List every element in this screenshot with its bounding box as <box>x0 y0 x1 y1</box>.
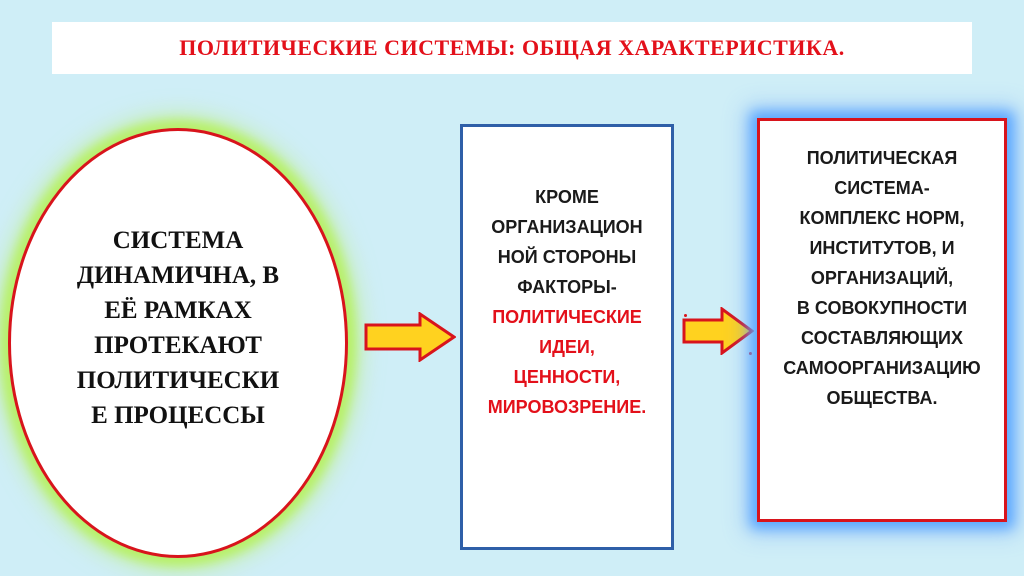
middle-line-highlight: ИДЕИ, <box>539 337 595 357</box>
right-line: В СОВОКУПНОСТИ <box>796 298 968 318</box>
right-line: ИНСТИТУТОВ, И <box>809 238 955 258</box>
middle-line-highlight: ПОЛИТИЧЕСКИЕ <box>492 307 642 327</box>
middle-box-factors: КРОМЕ ОРГАНИЗАЦИОН НОЙ СТОРОНЫ ФАКТОРЫ- … <box>460 124 674 550</box>
middle-line-highlight: ЦЕННОСТИ, <box>513 367 621 387</box>
slide-title: ПОЛИТИЧЕСКИЕ СИСТЕМЫ: ОБЩАЯ ХАРАКТЕРИСТИ… <box>179 35 845 60</box>
ellipse-line: ДИНАМИЧНА, В <box>76 262 280 289</box>
right-line: СИСТЕМА- <box>834 178 930 198</box>
right-line: КОМПЛЕКС НОРМ, <box>799 208 965 228</box>
right-line: ПОЛИТИЧЕСКАЯ <box>806 148 958 168</box>
ellipse-line: СИСТЕМА <box>112 227 244 254</box>
middle-line: ОРГАНИЗАЦИОН <box>491 217 643 237</box>
right-box-text: ПОЛИТИЧЕСКАЯ СИСТЕМА- КОМПЛЕКС НОРМ, ИНС… <box>783 143 980 413</box>
ellipse-line: ПОЛИТИЧЕСКИ <box>76 367 280 394</box>
middle-line-highlight: МИРОВОЗРЕНИЕ. <box>487 397 647 417</box>
middle-line: ФАКТОРЫ- <box>517 277 617 297</box>
right-line: ОБЩЕСТВА. <box>826 388 938 408</box>
ellipse-text: СИСТЕМА ДИНАМИЧНА, В ЕЁ РАМКАХ ПРОТЕКАЮТ… <box>48 223 308 433</box>
arrow-right-icon <box>364 312 456 362</box>
ellipse-line: Е ПРОЦЕССЫ <box>91 402 265 429</box>
right-line: СОСТАВЛЯЮЩИХ <box>801 328 963 348</box>
arrow-right-icon <box>682 307 754 355</box>
ellipse-dynamic-system: СИСТЕМА ДИНАМИЧНА, В ЕЁ РАМКАХ ПРОТЕКАЮТ… <box>8 128 348 558</box>
middle-line: НОЙ СТОРОНЫ <box>497 247 637 267</box>
title-bar: ПОЛИТИЧЕСКИЕ СИСТЕМЫ: ОБЩАЯ ХАРАКТЕРИСТИ… <box>52 22 972 74</box>
right-box-definition: ПОЛИТИЧЕСКАЯ СИСТЕМА- КОМПЛЕКС НОРМ, ИНС… <box>757 118 1007 522</box>
decorative-dot <box>684 314 687 317</box>
decorative-dot <box>749 352 752 355</box>
middle-line: КРОМЕ <box>535 187 599 207</box>
ellipse-line: ЕЁ РАМКАХ <box>104 297 252 324</box>
middle-box-text: КРОМЕ ОРГАНИЗАЦИОН НОЙ СТОРОНЫ ФАКТОРЫ- … <box>488 182 646 422</box>
right-line: САМООРГАНИЗАЦИЮ <box>783 358 981 378</box>
right-line: ОРГАНИЗАЦИЙ, <box>810 268 954 288</box>
ellipse-line: ПРОТЕКАЮТ <box>94 332 262 359</box>
